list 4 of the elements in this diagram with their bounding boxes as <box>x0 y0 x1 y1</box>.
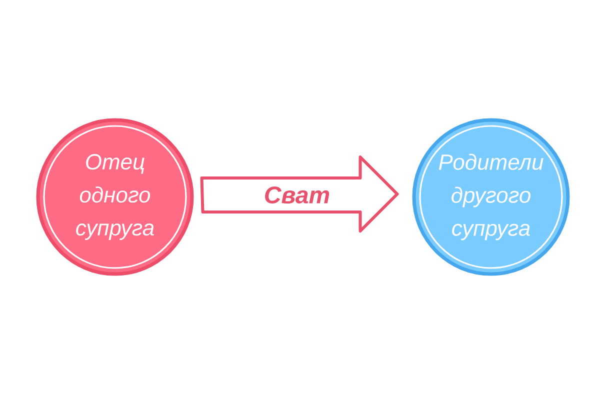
circle-node: Родители другого супруга <box>412 118 570 276</box>
circle-node: Отец одного супруга <box>36 118 194 276</box>
edge-label: Сват <box>265 186 330 204</box>
block-arrow <box>200 156 399 232</box>
